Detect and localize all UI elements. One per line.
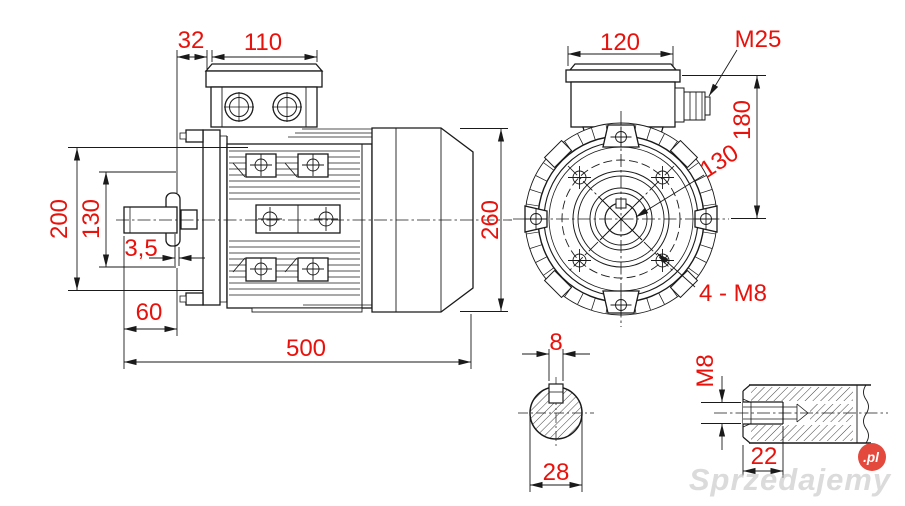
dim-total-length: 500: [286, 335, 326, 362]
watermark-badge: [858, 443, 886, 471]
side-view: [123, 63, 474, 313]
dim-box-width: 110: [244, 29, 282, 56]
dim-center-to-top: 180: [729, 100, 756, 140]
cooling-fins: [229, 150, 360, 296]
bolt-hole-marks: [250, 126, 717, 316]
shaft-cross-section-view: [518, 377, 594, 449]
dim-mounting-holes: 4 - M8: [699, 280, 767, 307]
dim-key-width: 8: [549, 329, 562, 356]
terminal-box-front: [565, 69, 681, 83]
dim-spigot-diameter: 130: [78, 199, 105, 239]
front-view: [513, 63, 729, 327]
dim-cable-gland: M25: [735, 26, 782, 53]
flange-plate: [202, 129, 221, 306]
keyway-section: [548, 383, 564, 404]
break-line: [863, 384, 869, 444]
dimension-lines: [68, 46, 784, 492]
dim-housing-diameter: 260: [477, 200, 504, 240]
dim-front-box-width: 120: [600, 29, 640, 56]
dim-thread-size: M8: [692, 354, 719, 387]
watermark: Sprzedajemy Sprzedajemy .pl: [689, 443, 893, 499]
shaft-end-detail-view: [714, 384, 888, 444]
dim-shaft-length: 60: [136, 299, 163, 326]
dim-thread-depth: 22: [751, 443, 778, 470]
dim-flange-diameter: 200: [46, 199, 73, 239]
dim-box-offset: 32: [178, 27, 205, 54]
cable-gland-m25: [674, 87, 711, 123]
watermark-text-shadow: Sprzedajemy: [690, 464, 893, 499]
terminal-box-lid: [204, 63, 324, 72]
m25-leader: [708, 49, 738, 97]
watermark-text: Sprzedajemy: [689, 462, 892, 497]
bolt-circle-leader: [635, 174, 705, 218]
dim-shoulder-gap: 3,5: [124, 235, 157, 262]
watermark-badge-text: .pl: [863, 450, 879, 465]
mounting-holes-leader: [656, 252, 696, 288]
dim-shaft-diameter: 28: [543, 459, 570, 486]
